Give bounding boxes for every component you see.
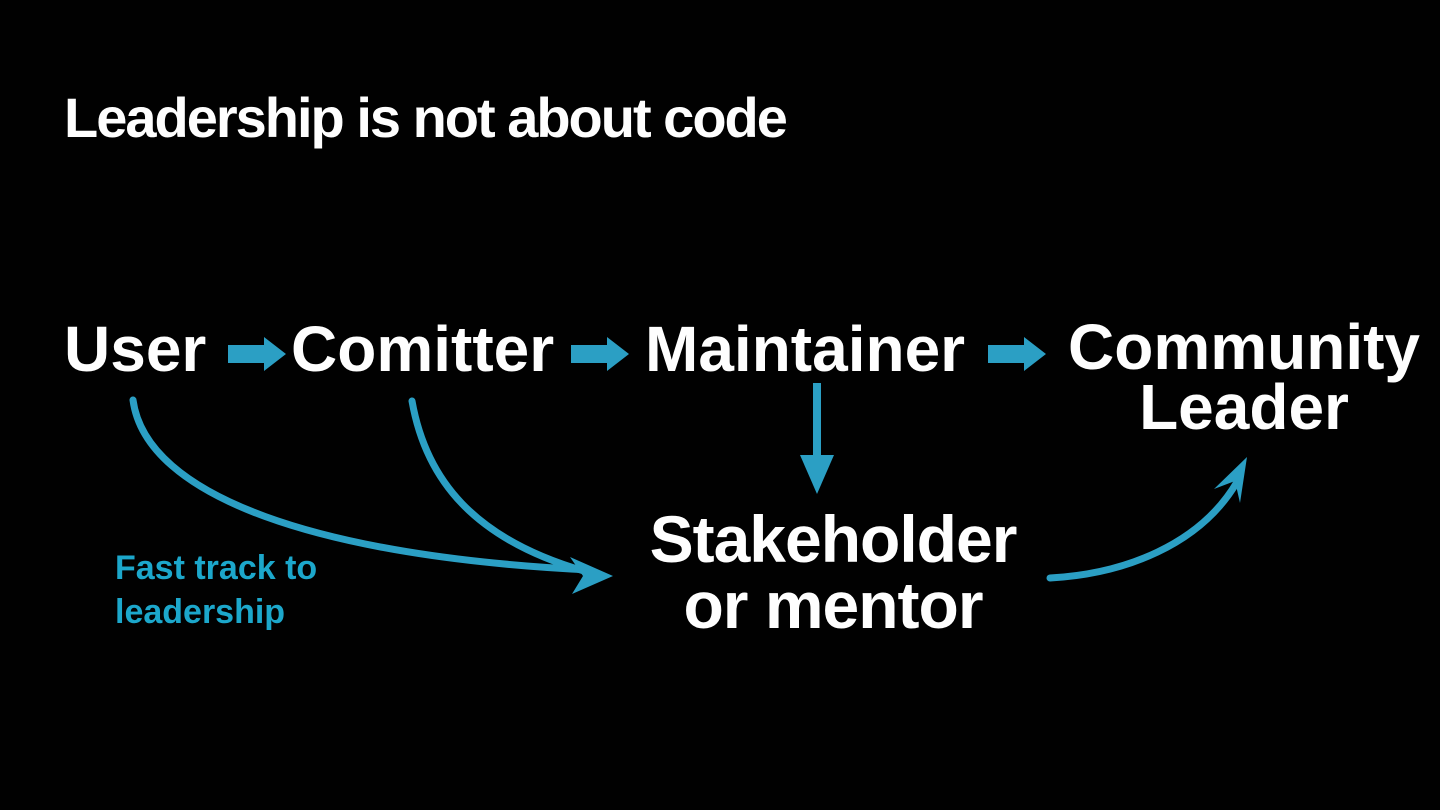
down-arrow-shaft (813, 383, 821, 458)
flow-node-comitter: Comitter (291, 313, 555, 385)
stakeholder-line1: Stakeholder (649, 502, 1018, 576)
community-leader-line2: Leader (1139, 371, 1349, 443)
flow-node-stakeholder: Stakeholder or mentor (633, 506, 1033, 638)
block-arrow-user-to-comitter-icon (228, 337, 286, 371)
fast-track-line1: Fast track to (115, 549, 318, 587)
block-arrow-comitter-to-maintainer-icon (571, 337, 629, 371)
curve-arrowhead-up-icon (1214, 457, 1247, 503)
fast-track-annotation: Fast track to leadership (115, 546, 317, 634)
flow-node-user: User (64, 313, 207, 385)
fast-track-line2: leadership (115, 593, 286, 631)
down-arrow-head-icon (800, 455, 834, 494)
flow-node-maintainer: Maintainer (645, 313, 966, 385)
curve-arrowhead-right-icon (570, 557, 613, 594)
curve-comitter-to-stakeholder (408, 397, 588, 575)
block-arrow-maintainer-to-community-icon (988, 337, 1046, 371)
community-leader-line1: Community (1068, 311, 1420, 383)
flow-node-community-leader: Community Leader (1048, 311, 1440, 443)
page-title: Leadership is not about code (64, 86, 788, 149)
curve-user-to-stakeholder (129, 396, 594, 574)
curve-stakeholder-to-community (1046, 478, 1241, 582)
stakeholder-line2: or mentor (683, 568, 983, 642)
